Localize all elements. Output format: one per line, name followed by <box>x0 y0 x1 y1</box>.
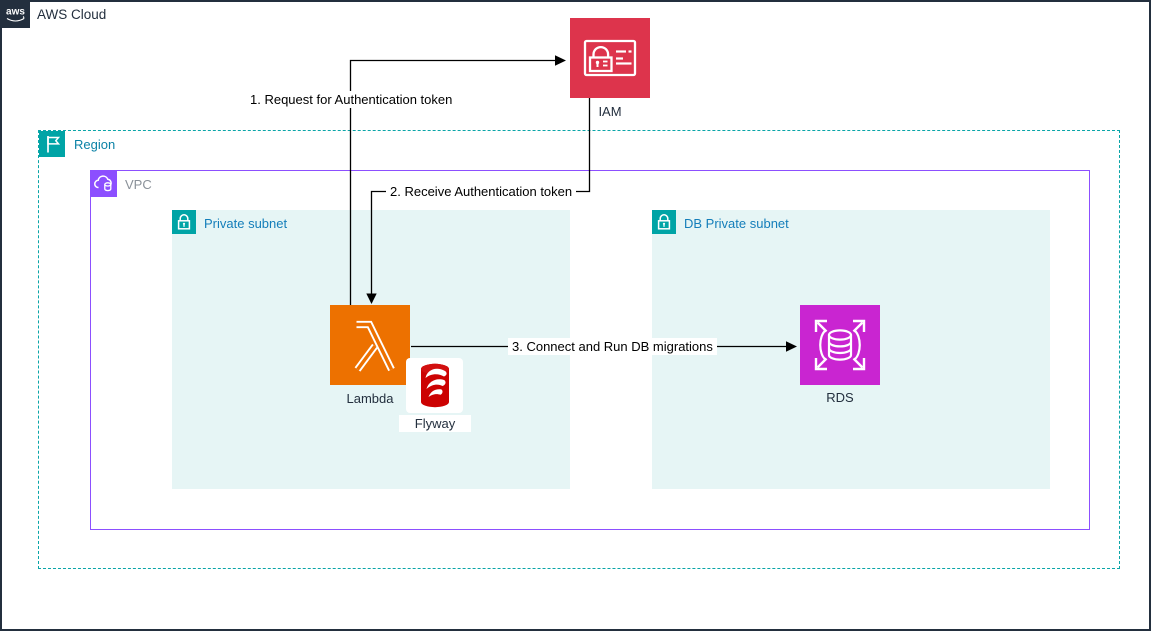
vpc-cloud-icon <box>91 171 117 197</box>
flyway-logo-box <box>406 358 463 413</box>
edge-label-receive-auth-token: 2. Receive Authentication token <box>386 183 577 200</box>
edge-label-request-auth-token: 1. Request for Authentication token <box>246 91 457 108</box>
private-subnet-label: Private subnet <box>204 216 288 231</box>
aws-cloud-label: AWS Cloud <box>37 7 107 22</box>
aws-logo-icon: aws <box>1 1 30 28</box>
db-private-subnet-label: DB Private subnet <box>684 216 789 231</box>
vpc-label: VPC <box>125 177 152 192</box>
rds-service-icon <box>800 305 880 385</box>
aws-logo-text: aws <box>6 7 25 18</box>
edge-label-connect-run-db-migrations: 3. Connect and Run DB migrations <box>508 338 717 355</box>
lambda-label: Lambda <box>346 391 394 406</box>
flyway-logo-icon <box>420 363 449 408</box>
region-label: Region <box>74 137 116 152</box>
iam-label: IAM <box>598 104 622 119</box>
private-subnet-lock-icon <box>172 210 196 234</box>
lambda-service-icon <box>330 305 410 385</box>
region-flag-icon <box>39 131 65 157</box>
db-private-subnet-lock-icon <box>652 210 676 234</box>
iam-service-icon <box>570 18 650 98</box>
flyway-label: Flyway <box>399 415 471 432</box>
rds-label: RDS <box>826 390 854 405</box>
